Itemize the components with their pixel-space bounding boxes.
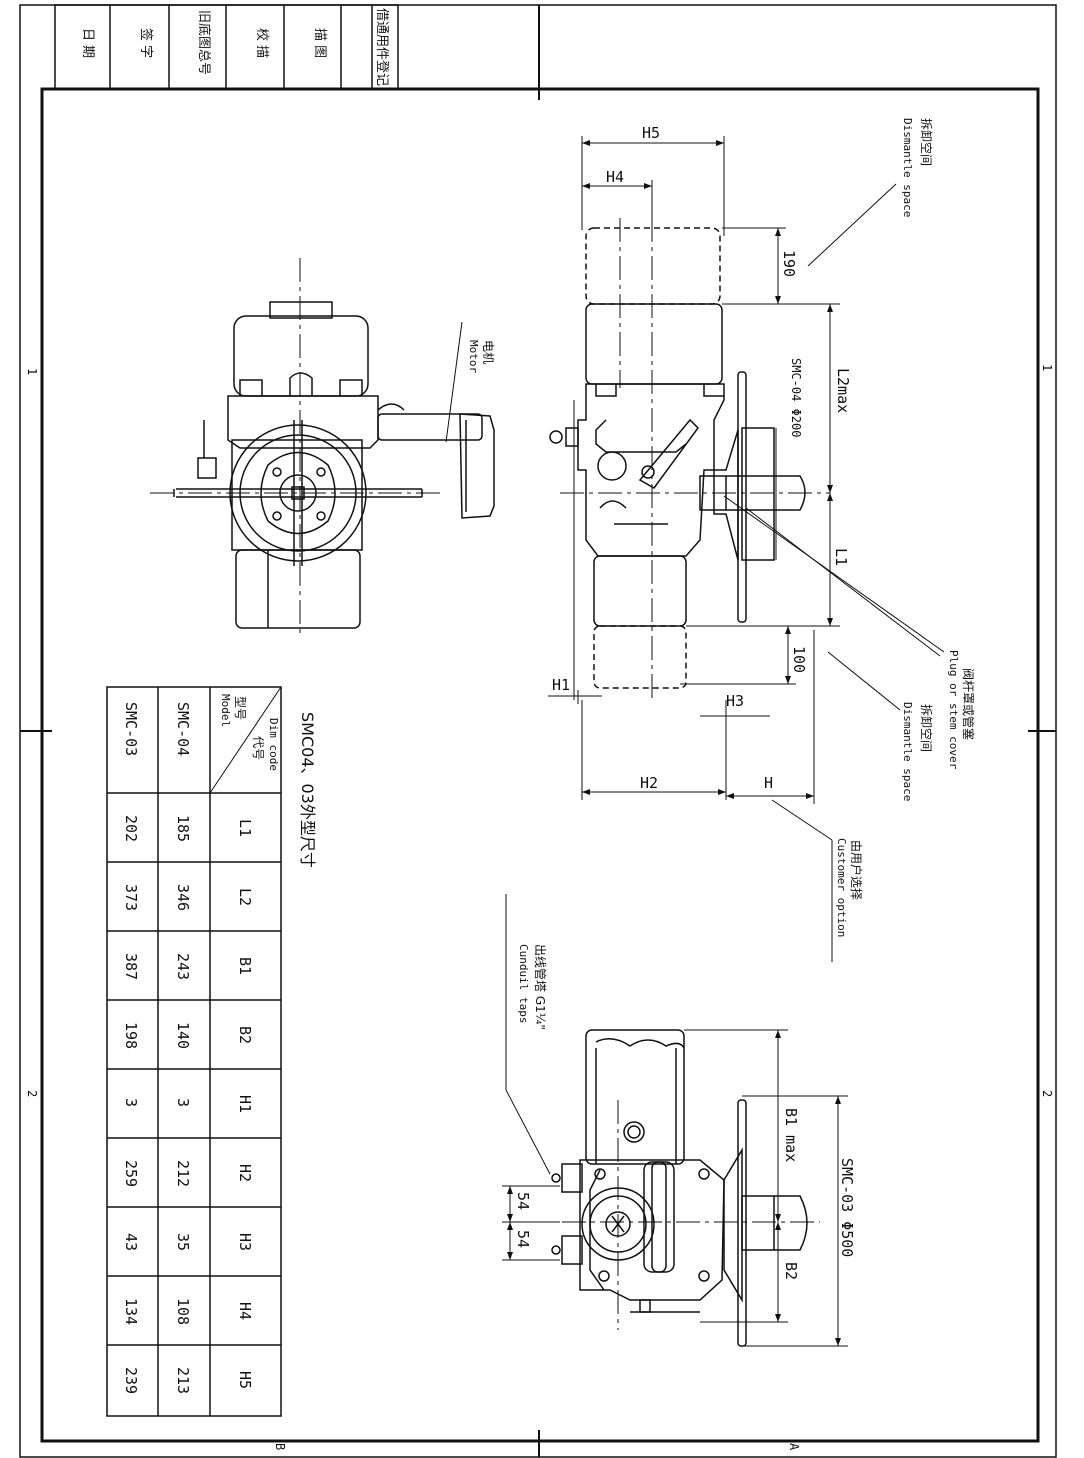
table-cell: 185 — [174, 815, 192, 842]
dismantle-top-en: Dismantle space — [901, 118, 914, 217]
smc04-handwheel-dia: SMC-04 Φ200 — [789, 358, 803, 437]
table-cell: 43 — [122, 1233, 140, 1251]
customer-option-callout: 由用户选择 Customer option — [835, 838, 864, 937]
smc03-handwheel-dia: SMC-03 Φ500 — [838, 1158, 856, 1257]
table-col-header: H1 — [236, 1095, 254, 1113]
dimension-table-title: SMC04、03外型尺寸 — [298, 712, 317, 868]
plug-stem-cover-callout: 阀杆罩或管塞 Plug or stem cover — [947, 650, 976, 770]
customer-en: Customer option — [835, 838, 848, 937]
side-view-dim-texts: H5 H4 190 L2max L1 100 H1 H3 H2 H SMC-04… — [552, 124, 852, 792]
table-header-code-cn: 代号 — [251, 736, 265, 760]
dim-h4: H4 — [606, 168, 624, 186]
table-col-header: H4 — [236, 1302, 254, 1320]
dismantle-top-cn: 拆卸空间 — [919, 118, 934, 166]
customer-cn: 由用户选择 — [849, 840, 864, 900]
table-cell: 239 — [122, 1367, 140, 1394]
dim-h: H — [764, 774, 773, 792]
table-cell: 198 — [122, 1022, 140, 1049]
title-cell-date: 日 期 — [80, 28, 95, 58]
table-col-header: H2 — [236, 1164, 254, 1182]
table-header-code-en: Dim code — [267, 718, 280, 771]
table-cell: 212 — [174, 1160, 192, 1187]
table-col-header: H3 — [236, 1233, 254, 1251]
arrowheads-smc03 — [507, 1030, 841, 1346]
dim-54-upper: 54 — [514, 1192, 532, 1210]
zone-mark-row-1-right: 1 — [1040, 364, 1054, 371]
title-cell-old-drawing-no: 旧底图总号 — [196, 10, 212, 75]
table-cell: 134 — [122, 1298, 140, 1325]
conduit-cn: 出线管塔 G1¼" — [533, 944, 548, 1030]
dismantle-bottom-en: Dismantle space — [901, 702, 914, 801]
zone-mark-col-b: B — [273, 1443, 287, 1450]
conduit-taps-callout: 出线管塔 G1¼" Cunduil taps — [517, 944, 548, 1030]
smc03-view — [551, 1029, 820, 1347]
table-cell: 213 — [174, 1367, 192, 1394]
table-cell: 3 — [174, 1098, 192, 1107]
title-cell-check-trace: 校 描 — [254, 28, 270, 58]
title-cell-tracing: 描 图 — [312, 28, 327, 58]
zone-mark-row-1: 1 — [25, 368, 39, 375]
dismantle-bottom-cn: 拆卸空间 — [919, 704, 934, 752]
table-col-header: L2 — [236, 888, 254, 906]
dim-190: 190 — [780, 250, 798, 277]
table-col-header: B1 — [236, 957, 254, 975]
table-cell: 259 — [122, 1160, 140, 1187]
smc03-dim-texts: B1 max B2 SMC-03 Φ500 54 54 — [514, 1108, 856, 1280]
arrowheads-side — [582, 140, 833, 799]
dim-h2: H2 — [640, 774, 658, 792]
table-cell: 140 — [174, 1022, 192, 1049]
dim-h5: H5 — [642, 124, 660, 142]
zone-mark-row-2-right: 2 — [1040, 1090, 1054, 1097]
table-col-header: L1 — [236, 819, 254, 837]
table-row-model: SMC-04 — [174, 702, 192, 756]
zone-mark-col-a: A — [787, 1443, 801, 1451]
title-cell-signature: 签 字 — [138, 28, 154, 58]
conduit-en: Cunduil taps — [517, 944, 530, 1023]
dim-54-lower: 54 — [514, 1230, 532, 1248]
table-title: SMC04、03外型尺寸 — [298, 712, 317, 868]
title-block: 日 期 签 字 旧底图总号 校 描 描 图 借通用件登记 — [54, 4, 399, 90]
table-cell: 387 — [122, 953, 140, 980]
motor-callout: 电机 Motor — [445, 321, 495, 443]
table-cell: 3 — [122, 1098, 140, 1107]
motor-label-cn: 电机 — [481, 340, 495, 364]
dim-b2: B2 — [782, 1262, 800, 1280]
table-cell: 243 — [174, 953, 192, 980]
smc03-dimensions — [502, 894, 848, 1347]
dimension-table: 代号 Dim code 型号 Model L1 L2 B1 B2 H1 H2 H… — [106, 686, 282, 1417]
dismantle-space-top-callout: 拆卸空间 Dismantle space — [901, 118, 934, 217]
sheet-frame — [19, 4, 1057, 1458]
dismantle-space-bottom-callout: 拆卸空间 Dismantle space — [901, 702, 934, 801]
dim-l1: L1 — [832, 548, 850, 566]
table-header-model-en: Model — [219, 694, 232, 727]
plug-en: Plug or stem cover — [947, 650, 960, 770]
table-cell: 108 — [174, 1298, 192, 1325]
dim-h1: H1 — [552, 676, 570, 694]
dim-100: 100 — [790, 646, 808, 673]
zone-marks: 1 1 2 2 B A — [25, 364, 1054, 1451]
dim-b1max: B1 max — [782, 1108, 800, 1162]
side-elevation-view — [549, 218, 830, 700]
handwheel-view — [150, 258, 495, 636]
table-header-model-cn: 型号 — [233, 696, 247, 720]
table-cell: 373 — [122, 884, 140, 911]
plug-cn: 阀杆罩或管塞 — [961, 668, 976, 740]
title-cell-borrow-register: 借通用件登记 — [374, 8, 389, 86]
table-cell: 346 — [174, 884, 192, 911]
table-col-header: B2 — [236, 1026, 254, 1044]
side-view-dimensions — [548, 136, 945, 962]
table-row-model: SMC-03 — [122, 702, 140, 756]
table-cell: 35 — [174, 1233, 192, 1251]
dim-h3: H3 — [726, 692, 744, 710]
table-cell: 202 — [122, 815, 140, 842]
motor-label-en: Motor — [467, 340, 480, 373]
zone-mark-row-2: 2 — [25, 1090, 39, 1097]
table-col-header: H5 — [236, 1371, 254, 1389]
dim-l2max: L2max — [834, 368, 852, 413]
